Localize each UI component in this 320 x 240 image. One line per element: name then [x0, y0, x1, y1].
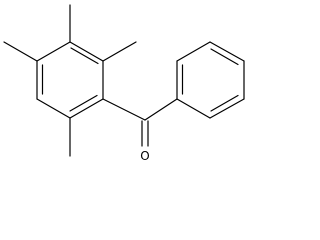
ring-bond: [209, 41, 245, 62]
molecule-canvas: O: [3, 4, 245, 163]
ring-bond: [36, 41, 71, 62]
oxygen-atom-label: O: [140, 149, 149, 163]
structural-formula: O: [3, 4, 245, 163]
ring-double-bond: [210, 94, 239, 112]
ring-double-bond: [70, 47, 99, 65]
carbonyl-group: O: [102, 98, 178, 163]
bond-carbonyl-to-phenyl: [144, 98, 178, 121]
ring-double-bond: [210, 48, 239, 66]
methyl-bond-upper-left: [3, 41, 38, 62]
methyl-groups: [3, 4, 137, 157]
phenyl-ring: [176, 41, 245, 119]
substituted-benzene-ring: [36, 41, 104, 119]
ring-bond: [69, 41, 104, 62]
bond-ring-to-carbonyl: [102, 98, 146, 121]
methyl-bond-upper-right: [102, 41, 137, 62]
ring-bond: [176, 98, 211, 119]
ring-bond: [69, 98, 104, 119]
ring-bond: [176, 41, 211, 62]
ring-double-bond: [69, 94, 98, 112]
ring-bond: [209, 98, 245, 119]
ring-bond: [36, 98, 71, 119]
